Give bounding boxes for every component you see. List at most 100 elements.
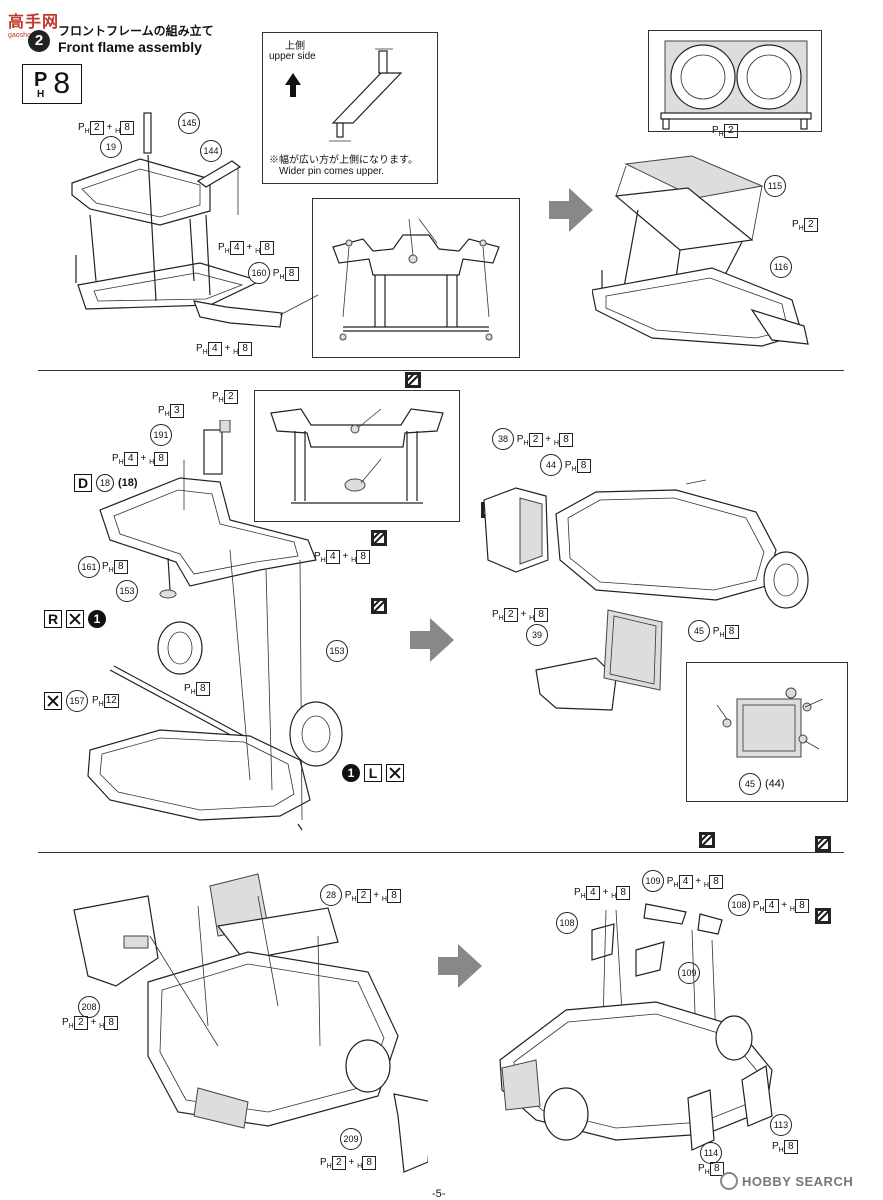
watermark-label: HOBBY SEARCH	[742, 1173, 854, 1189]
h-number: 8	[616, 886, 631, 900]
cement-icon	[815, 908, 831, 924]
pin-orientation-note: 上側 upper side ※幅が広い方が上側になります。 Wider pin …	[262, 32, 438, 184]
part-number-116: 116	[770, 256, 792, 278]
part-number-109: 109	[642, 870, 664, 892]
h-number: 8	[362, 1156, 377, 1170]
decal-number-alt: (18)	[118, 477, 138, 489]
h-number: 8	[356, 550, 371, 564]
ph-number: 4	[678, 875, 693, 889]
ph-number: 12	[103, 694, 119, 708]
title-en: Front flame assembly	[58, 39, 202, 55]
ph-number: 4	[764, 899, 779, 913]
page-number: -5-	[432, 1188, 446, 1200]
part-number-108: 108	[556, 912, 578, 934]
radiator-cement-drawing	[716, 687, 824, 758]
left-side-letter: L	[364, 764, 382, 782]
cut-icon	[44, 692, 62, 710]
part-number-209: 209	[340, 1128, 362, 1150]
h-number: 8	[154, 452, 169, 466]
ph-number: 2	[356, 889, 371, 903]
h-number: 8	[104, 1016, 119, 1030]
ph-number: 4	[123, 452, 138, 466]
ph-number: 2	[73, 1016, 88, 1030]
step-arrow	[549, 188, 593, 232]
hobby-search-logo-icon	[720, 1172, 738, 1190]
hobby-search-watermark: HOBBY SEARCH	[720, 1172, 853, 1190]
front-frame-assembly-drawing	[71, 112, 319, 328]
cut-icon	[66, 610, 84, 628]
ph-number: 4	[325, 550, 340, 564]
part-number-109: 109	[678, 962, 700, 984]
part-number-19: 19	[100, 136, 122, 158]
cement-icon	[405, 372, 421, 388]
body-panel-drawing	[73, 873, 428, 1173]
ph-number: 4	[585, 886, 600, 900]
cut-icon	[386, 764, 404, 782]
frame-detail-drawing	[332, 218, 500, 341]
watermark-text: 高手网	[8, 14, 60, 31]
cement-icon	[815, 836, 831, 852]
cement-icon	[371, 530, 387, 546]
part-number-45: 45	[739, 773, 761, 795]
part-number-45: 45	[688, 620, 710, 642]
part-45-alt-label: 45 (44)	[739, 773, 785, 795]
ph-number: 8	[724, 625, 739, 639]
step-arrow	[410, 618, 454, 662]
part-number-144: 144	[200, 140, 222, 162]
title-jp: フロントフレームの組み立て	[58, 24, 214, 38]
radiator-inset	[648, 30, 822, 132]
part-number-28: 28	[320, 884, 342, 906]
ph-number: 2	[223, 390, 238, 404]
reference-number: 1	[88, 610, 106, 628]
part-number-157: 157	[66, 690, 88, 712]
site-watermark: 高手网 gaoshou.net	[8, 8, 59, 39]
step-arrow	[438, 944, 482, 988]
radiator-cement-inset: 45 (44)	[686, 662, 848, 924]
part-number-160: 160	[248, 262, 270, 284]
part-number-145: 145	[178, 112, 200, 134]
h-number: 8	[120, 121, 135, 135]
part-number-114: 114	[700, 1142, 722, 1164]
ph-number: 4	[229, 241, 244, 255]
part-number-113: 113	[770, 1114, 792, 1136]
ph-number: 2	[723, 124, 738, 138]
cement-icon	[371, 598, 387, 614]
part-number-153: 153	[326, 640, 348, 662]
h-number: 8	[708, 875, 723, 889]
ph-number: 8	[113, 560, 128, 574]
h-number: 8	[238, 342, 253, 356]
part-number-153: 153	[116, 580, 138, 602]
radiator-drawing	[660, 40, 812, 130]
ph-letter-h: H	[37, 88, 45, 100]
cement-icon	[699, 832, 715, 848]
frame-cement-drawing	[270, 408, 444, 504]
right-side-letter: R	[44, 610, 62, 628]
left-side-marker: 1 L	[342, 764, 404, 782]
right-side-marker: R 1	[44, 610, 106, 628]
part-number-44-alt: (44)	[765, 778, 785, 790]
part-number-191: 191	[150, 424, 172, 446]
radiator-assembly-drawing	[592, 155, 809, 347]
suspension-assembly-drawing	[87, 420, 343, 831]
bracket-assembly-drawing	[499, 903, 773, 1151]
note-line-1: ※幅が広い方が上側になります。	[269, 155, 418, 166]
decal-number: 18	[96, 474, 114, 492]
